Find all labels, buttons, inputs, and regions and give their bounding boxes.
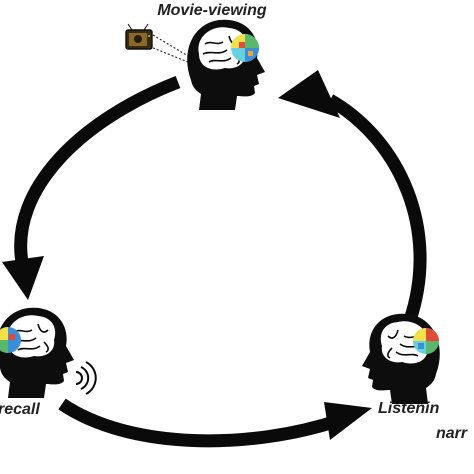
head-brain-icon — [361, 312, 441, 405]
listening-label: Listenin — [378, 400, 440, 417]
arrow-right — [278, 70, 427, 323]
listening-label-line2: narr — [436, 425, 468, 442]
recall-label: recall — [0, 401, 40, 418]
head-brain-icon — [0, 306, 75, 399]
brain-activity-map-icon — [0, 327, 21, 353]
tv-to-head-dotted-line-2 — [152, 47, 189, 63]
movie-viewing-label: Movie-viewing — [157, 2, 267, 19]
arrow-bottom — [58, 398, 372, 448]
head-brain-icon — [186, 18, 266, 111]
brain-activity-map-icon — [231, 34, 259, 62]
sound-waves-icon — [75, 361, 97, 395]
brain-activity-map-icon — [413, 328, 439, 354]
tv-to-head-dotted-line — [152, 34, 189, 57]
tv-icon — [125, 23, 153, 50]
arrow-top-left — [2, 75, 181, 300]
